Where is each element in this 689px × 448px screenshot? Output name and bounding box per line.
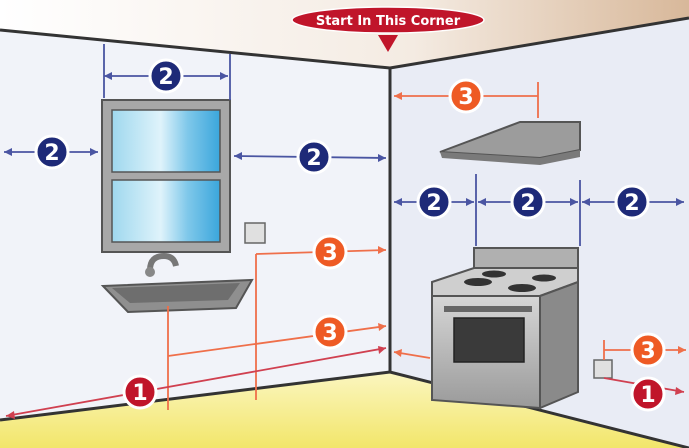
marker-hood: 3 [448, 78, 484, 114]
marker-sink-center-to-corner: 3 [312, 314, 348, 350]
svg-text:2: 2 [306, 146, 321, 171]
marker-window-to-corner: 2 [296, 139, 332, 175]
burner-front-right [508, 284, 536, 292]
arrowheads [4, 72, 686, 419]
marker-right-wall-outlet: 3 [630, 332, 666, 368]
marker-stove-width: 2 [510, 184, 546, 220]
svg-text:3: 3 [322, 321, 337, 346]
ceiling [0, 0, 689, 68]
marker-left-wall-to-window: 2 [34, 134, 70, 170]
burner-front-left [464, 278, 492, 286]
svg-text:2: 2 [520, 191, 535, 216]
window [101, 99, 231, 253]
sink-faucet [147, 252, 179, 271]
svg-text:1: 1 [640, 383, 655, 408]
svg-text:2: 2 [624, 191, 639, 216]
dim-floor-left [5, 347, 387, 417]
oven-handle [444, 306, 532, 312]
burner-back-left [482, 270, 506, 278]
marker-stove-right-gap: 2 [614, 184, 650, 220]
sink [100, 252, 254, 314]
banner-arrow [378, 35, 398, 52]
svg-text:3: 3 [458, 85, 473, 110]
marker-floor-right: 1 [630, 376, 666, 412]
svg-text:3: 3 [640, 339, 655, 364]
stove-side [539, 280, 579, 410]
svg-text:2: 2 [158, 65, 173, 90]
range-hood [439, 121, 581, 165]
marker-floor-left: 1 [122, 374, 158, 410]
svg-text:2: 2 [44, 141, 59, 166]
dimension-lines [4, 44, 686, 417]
oven-window [453, 317, 525, 363]
start-corner-banner: Start In This Corner [291, 6, 485, 52]
window-lower-pane [111, 179, 221, 243]
sink-faucet-base [145, 267, 155, 277]
left-wall-outlet [244, 222, 266, 244]
right-wall-outlet [593, 359, 613, 379]
window-upper-pane [111, 109, 221, 173]
marker-window-width: 2 [148, 58, 184, 94]
burner-back-right [532, 274, 556, 282]
banner-text: Start In This Corner [316, 14, 461, 29]
svg-text:3: 3 [322, 241, 337, 266]
floor [0, 372, 689, 448]
svg-text:2: 2 [426, 191, 441, 216]
marker-sink-to-corner: 3 [312, 234, 348, 270]
svg-text:1: 1 [132, 381, 147, 406]
stove [431, 247, 579, 410]
dim-sink-center-corner [167, 325, 387, 357]
marker-stove-left-gap: 2 [416, 184, 452, 220]
